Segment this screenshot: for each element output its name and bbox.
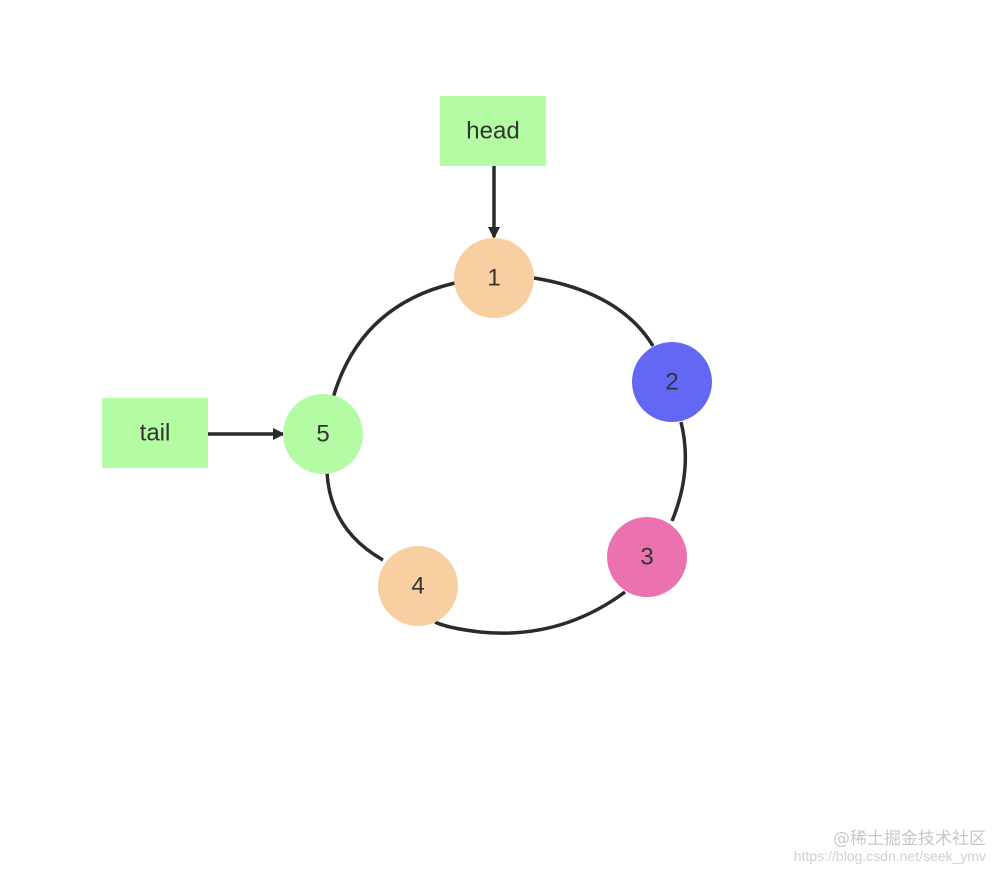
head-pointer-box: head [440, 96, 546, 166]
watermark: @稀土掘金技术社区 https://blog.csdn.net/seek_ymv [794, 830, 986, 864]
tail-pointer-box: tail [102, 398, 208, 468]
node-1-label: 1 [487, 264, 500, 291]
ring-edge-1-2 [533, 276, 655, 347]
tail-label: tail [140, 419, 171, 446]
head-label: head [466, 117, 519, 144]
node-2-label: 2 [665, 368, 678, 395]
ring-edge-3-4 [434, 590, 627, 635]
list-node-2: 2 [632, 342, 712, 422]
node-3-label: 3 [640, 543, 653, 570]
watermark-url-text: https://blog.csdn.net/seek_ymv [793, 847, 986, 864]
watermark-main-text: @稀土掘金技术社区 [833, 828, 986, 849]
node-5-label: 5 [316, 420, 329, 447]
node-4-label: 4 [411, 572, 424, 599]
list-node-1: 1 [454, 238, 534, 318]
list-node-3: 3 [607, 517, 687, 597]
ring-edge-5-1 [331, 281, 456, 399]
ring-edge-4-5 [325, 471, 384, 562]
list-node-5: 5 [283, 394, 363, 474]
list-node-4: 4 [378, 546, 458, 626]
ring-edge-2-3 [670, 421, 688, 522]
